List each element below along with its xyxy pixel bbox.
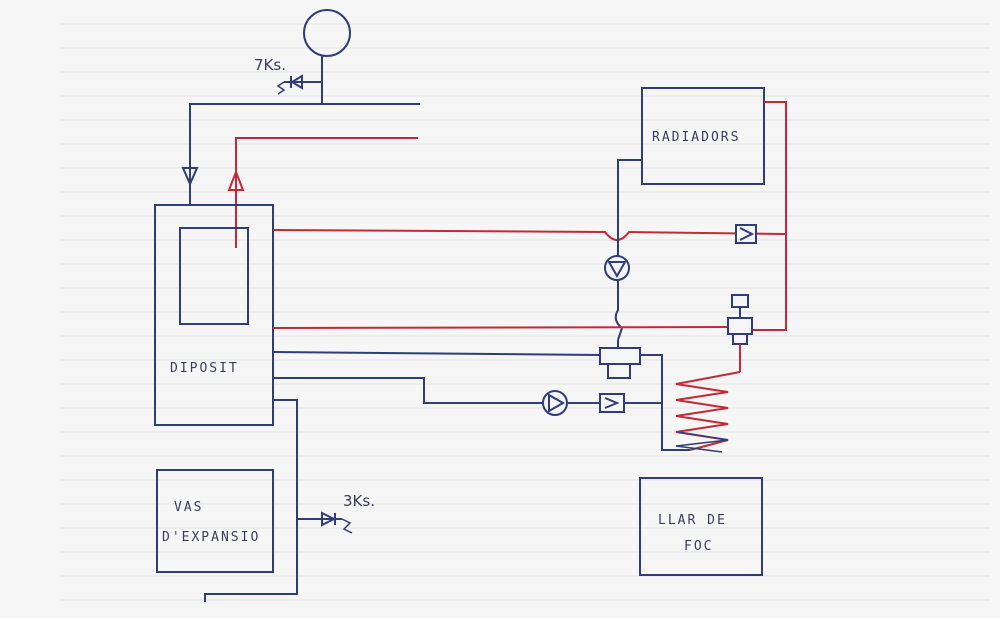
radiator-hot-circuit — [752, 101, 787, 331]
pump-circuit-line — [273, 377, 662, 404]
pump-radiator-icon — [604, 255, 630, 281]
check-valve-lower-icon — [599, 393, 625, 413]
check-valve-upper-icon — [735, 224, 757, 244]
valve-top-pressure-label: 7Ks. — [254, 56, 286, 74]
pump-circuit-pump-icon — [542, 390, 568, 416]
valve-bottom-pressure-label: 3Ks. — [343, 492, 375, 510]
fireplace-box — [639, 477, 763, 576]
expansion-label-line1: VAS — [174, 500, 203, 515]
cold-supply-line — [181, 103, 420, 204]
hot-outlet-line — [227, 137, 418, 248]
tank-box — [154, 204, 274, 426]
radiators-box — [641, 87, 765, 185]
safety-valve-top-icon — [276, 74, 322, 95]
safety-valve-bottom-icon — [297, 511, 353, 534]
valve-assembly-center-icon — [599, 340, 641, 379]
expansion-vessel-box — [156, 469, 274, 573]
tank-inner-coil-box — [179, 227, 249, 325]
expansion-label-line2: D'EXPANSIO — [162, 530, 260, 545]
tank-label: DIPOSIT — [170, 361, 239, 376]
fireplace-label-line1: LLAR DE — [658, 513, 727, 528]
valve-assembly-right-icon — [727, 294, 753, 372]
paper-grid — [60, 23, 990, 601]
radiators-label: RADIADORS — [652, 130, 740, 145]
pressure-gauge-icon — [303, 9, 351, 104]
radiator-return-line — [614, 159, 642, 341]
tank-lower-hot-line — [272, 326, 729, 329]
fireplace-label-line2: FOC — [684, 539, 713, 554]
coil-icon — [675, 371, 741, 453]
tank-to-radiators-upper-line — [272, 229, 787, 241]
tank-to-expansion-line — [204, 399, 298, 602]
